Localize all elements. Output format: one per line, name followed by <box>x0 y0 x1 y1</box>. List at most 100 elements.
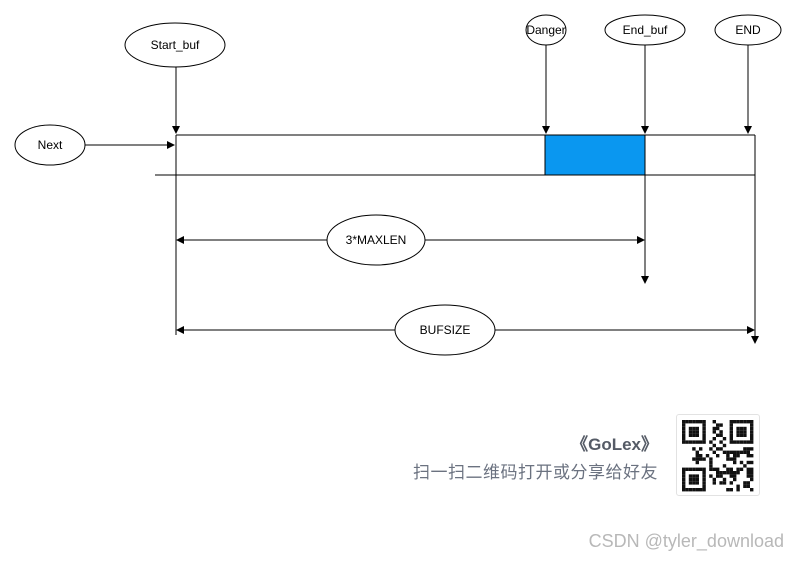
qr-module <box>750 440 754 444</box>
qr-module <box>688 488 693 492</box>
danger-label: Danger <box>526 23 565 37</box>
qr-module <box>692 488 696 492</box>
qr-module <box>729 433 733 437</box>
qr-module <box>688 426 693 431</box>
qr-module <box>682 467 686 471</box>
qr-module <box>695 426 699 431</box>
qr-code-icon[interactable] <box>676 414 760 496</box>
qr-module <box>733 440 737 444</box>
qr-module <box>695 440 699 444</box>
qr-module <box>729 467 733 471</box>
qr-module <box>688 467 693 471</box>
qr-module <box>709 464 713 468</box>
qr-module <box>729 430 733 434</box>
bufsize-node <box>394 304 496 356</box>
qr-module <box>692 430 696 434</box>
qr-module <box>729 488 733 492</box>
next-label: Next <box>38 138 63 152</box>
qr-module <box>702 430 706 434</box>
qr-module <box>695 433 699 437</box>
qr-module <box>702 440 706 444</box>
qr-module <box>692 420 696 424</box>
start-buf-label: Start_buf <box>151 38 200 52</box>
qr-module <box>702 471 706 475</box>
qr-module <box>692 440 696 444</box>
qr-module <box>729 471 733 475</box>
qr-module <box>733 471 737 475</box>
qr-module <box>722 450 727 454</box>
qr-module <box>688 420 693 424</box>
qr-module <box>682 426 686 431</box>
qr-module <box>719 471 723 475</box>
qr-module <box>709 447 713 451</box>
qr-module <box>692 467 696 471</box>
qr-module <box>716 471 720 475</box>
qr-module <box>750 471 754 475</box>
qr-module <box>712 437 716 441</box>
qr-module <box>682 433 686 437</box>
qr-module <box>746 460 750 465</box>
qr-module <box>739 420 744 424</box>
qr-module <box>695 481 699 485</box>
qr-module <box>702 484 706 488</box>
qr-module <box>739 440 744 444</box>
qr-module <box>736 426 740 431</box>
qr-module <box>743 484 747 488</box>
qr-module <box>739 433 744 437</box>
qr-module <box>695 450 699 454</box>
qr-module <box>716 454 720 458</box>
qr-module <box>712 477 716 482</box>
qr-module <box>746 440 750 444</box>
qr-module <box>750 460 754 465</box>
qr-module <box>719 447 723 451</box>
qr-module <box>743 450 747 454</box>
qr-module <box>719 440 723 444</box>
qr-module <box>702 474 706 478</box>
qr-module <box>722 464 727 468</box>
qr-module <box>719 430 723 434</box>
qr-module <box>685 440 689 444</box>
qr-module <box>736 484 740 488</box>
qr-module <box>746 450 750 454</box>
qr-module <box>726 457 730 461</box>
qr-module <box>726 467 730 471</box>
qr-module <box>716 423 720 427</box>
maxlen-node <box>326 214 426 266</box>
qr-module <box>695 430 699 434</box>
qr-module <box>709 440 713 444</box>
qr-module <box>746 481 750 485</box>
qr-module <box>726 488 730 492</box>
book-title: 《GoLex》 <box>571 435 658 454</box>
qr-module <box>682 440 686 444</box>
qr-module <box>736 471 740 475</box>
danger-zone <box>544 134 646 176</box>
qr-module <box>743 433 747 437</box>
qr-module <box>716 447 720 451</box>
qr-module <box>712 426 716 431</box>
qr-module <box>699 457 703 461</box>
qr-module <box>722 477 727 482</box>
share-caption: 扫一扫二维码打开或分享给好友 <box>413 463 658 482</box>
qr-module <box>682 471 686 475</box>
watermark: CSDN @tyler_download <box>588 531 784 551</box>
qr-module <box>750 447 754 451</box>
qr-module <box>705 454 710 458</box>
qr-module <box>736 450 740 454</box>
qr-module <box>736 430 740 434</box>
qr-module <box>750 433 754 437</box>
qr-module <box>739 430 744 434</box>
qr-module <box>702 423 706 427</box>
qr-module <box>682 420 686 424</box>
qr-module <box>733 460 737 465</box>
qr-module <box>746 474 750 478</box>
qr-module <box>682 481 686 485</box>
qr-module <box>695 474 699 478</box>
qr-module <box>692 477 696 482</box>
qr-module <box>692 481 696 485</box>
qr-module <box>746 467 750 471</box>
qr-module <box>688 477 693 482</box>
qr-module <box>729 420 733 424</box>
qr-module <box>692 457 696 461</box>
qr-module <box>695 467 699 471</box>
qr-module <box>682 474 686 478</box>
